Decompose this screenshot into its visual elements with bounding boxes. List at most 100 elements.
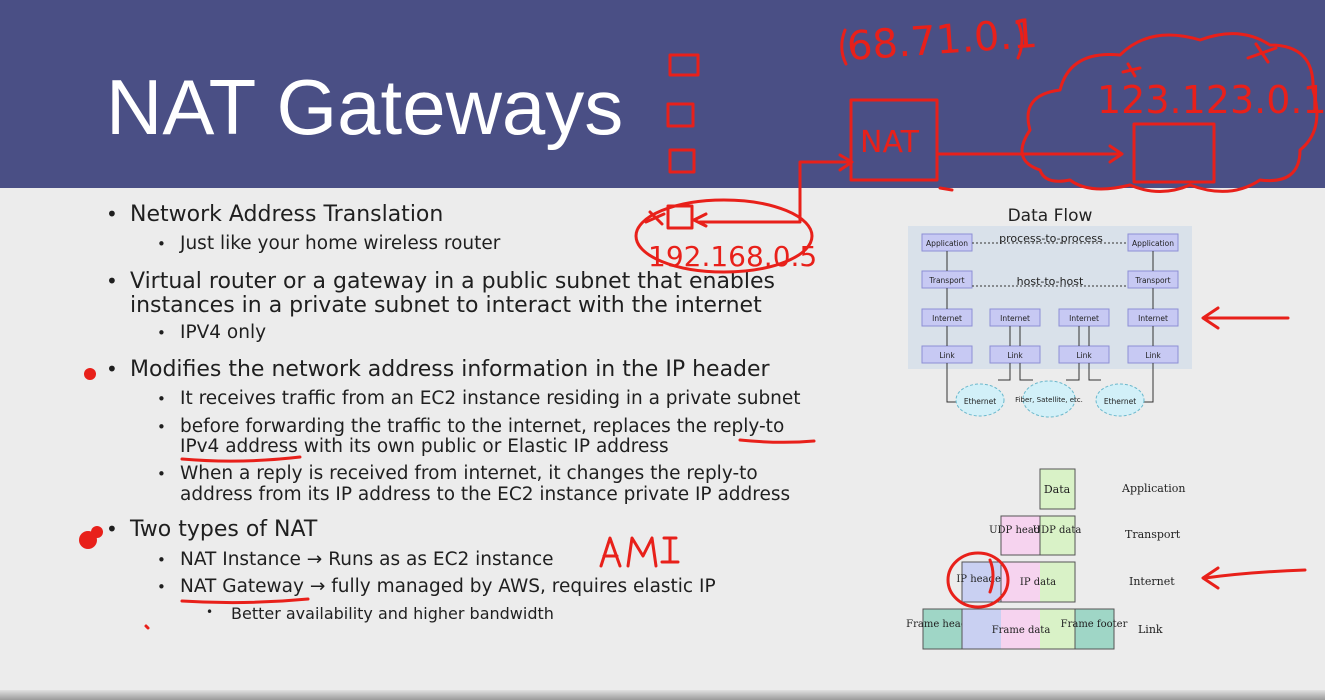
bullet-dot: •	[157, 551, 166, 569]
ink-arrowhead	[1201, 306, 1220, 330]
ink-annotations	[144, 20, 1319, 630]
enc-frame-header-label: Frame header	[906, 619, 978, 630]
enc-ip-data-box	[1000, 561, 1076, 603]
bullet-ipv4-only: IPV4 only	[180, 322, 267, 343]
bullet-home-router: Just like your home wireless router	[180, 233, 501, 254]
bullet-dot: •	[157, 465, 166, 483]
process-to-process-label: process-to-process	[999, 232, 1103, 245]
bullet-reply-2: address from its IP address to the EC2 i…	[180, 484, 791, 505]
bullet-reply-1: When a reply is received from internet, …	[180, 463, 758, 484]
ink-server-box	[1132, 122, 1216, 184]
ink-paren	[840, 28, 848, 66]
ink-internet-cloud	[1020, 32, 1319, 193]
host-to-host-label: host-to-host	[1017, 275, 1084, 288]
bullet-modifies: Modifies the network address information…	[130, 357, 770, 382]
ink-letter	[599, 536, 622, 568]
ink-ip-header-circle	[946, 551, 1010, 609]
bullet-dot: •	[206, 605, 214, 619]
bullet-nat-gateway: NAT Gateway → fully managed by AWS, requ…	[180, 576, 716, 597]
network-cloud	[955, 383, 1005, 417]
bullet-virtual-router-2: instances in a private subnet to interac…	[130, 293, 762, 318]
enc-layer-application: Application	[1121, 482, 1185, 495]
enc-layer-link: Link	[1138, 623, 1163, 636]
ink-letter	[660, 536, 680, 564]
ink-underline	[180, 597, 310, 605]
bullet-dot: •	[106, 202, 118, 226]
ink-underline	[738, 438, 816, 444]
ink-bullet-stars	[79, 368, 103, 549]
bullet-dot: •	[157, 235, 166, 253]
router-box-internet	[1058, 308, 1110, 327]
ink-mark	[938, 186, 954, 192]
data-flow-title: Data Flow	[1008, 206, 1093, 226]
ink-mark	[988, 558, 995, 594]
ink-star	[91, 526, 103, 538]
ink-private-link	[698, 160, 853, 224]
ink-mark	[1121, 62, 1142, 78]
layer-label: Link	[1076, 351, 1092, 360]
router-box-link	[1058, 345, 1110, 364]
cloud-label: Fiber, Satellite, etc.	[1015, 396, 1083, 404]
layer-label: Internet	[1000, 314, 1030, 323]
layer-label: Internet	[1069, 314, 1099, 323]
ink-star	[84, 368, 96, 380]
ink-arrowhead	[692, 212, 708, 228]
bullet-dot: •	[106, 269, 118, 293]
router-box-link	[989, 345, 1041, 364]
ink-internet-ip: 123.123.0.1	[1097, 78, 1325, 122]
cloud-label: Ethernet	[1104, 397, 1136, 406]
ink-mark	[644, 210, 666, 226]
network-cloud	[1022, 380, 1076, 418]
bullet-dot: •	[157, 390, 166, 408]
router-box-internet	[989, 308, 1041, 327]
cloud-label: Ethernet	[964, 397, 996, 406]
ink-nat-box	[849, 98, 939, 182]
enc-data-box	[1039, 468, 1076, 510]
bullet-dot: •	[157, 578, 166, 596]
layer-label: Transport	[928, 276, 964, 285]
ink-private-host-box	[666, 204, 694, 230]
enc-frame-pink	[1001, 609, 1040, 649]
layer-label: Link	[939, 351, 955, 360]
bullet-two-types: Two types of NAT	[130, 517, 318, 542]
enc-frame-green	[1040, 609, 1075, 649]
enc-frame-header-box	[922, 608, 963, 650]
ink-square	[666, 102, 695, 128]
bullet-nat-instance: NAT Instance → Runs as as EC2 instance	[180, 549, 554, 570]
enc-frame-blue	[962, 609, 1001, 649]
bullet-before-forwarding-1: before forwarding the traffic to the int…	[180, 416, 785, 437]
enc-frame-footer-box	[1074, 608, 1115, 650]
bullet-nat: Network Address Translation	[130, 202, 444, 227]
bullet-before-forwarding-2: IPv4 address with its own public or Elas…	[180, 436, 669, 457]
ink-mark	[144, 624, 150, 630]
layer-label: Internet	[1138, 314, 1168, 323]
ink-square	[668, 53, 700, 77]
layer-label: Internet	[932, 314, 962, 323]
bottom-bar	[0, 690, 1325, 700]
layer-label: Link	[1145, 351, 1161, 360]
enc-ip-data-green	[1040, 562, 1075, 602]
ink-letter	[626, 536, 658, 568]
enc-udp-header-label: UDP header	[989, 525, 1051, 536]
enc-udp-data-box	[1039, 515, 1076, 556]
enc-ip-header-box	[961, 561, 1002, 603]
ink-private-ip: 192.168.0.5	[648, 240, 817, 273]
layer-label: Transport	[1134, 276, 1170, 285]
enc-layer-transport: Transport	[1125, 528, 1181, 541]
ink-pointer-arrow	[1203, 568, 1307, 580]
enc-frame-data-label: Frame data	[992, 625, 1051, 636]
bullet-better-availability: Better availability and higher bandwidth	[231, 604, 554, 623]
enc-udp-header-box	[1000, 515, 1041, 556]
ink-mark	[1246, 42, 1278, 64]
enc-ip-header-label: IP header	[956, 574, 1005, 585]
enc-layer-internet: Internet	[1129, 575, 1175, 588]
ink-underline	[180, 455, 302, 463]
bullet-dot: •	[157, 418, 166, 436]
bullet-receives: It receives traffic from an EC2 instance…	[180, 388, 801, 409]
bullet-dot: •	[106, 517, 118, 541]
ink-nat-label: NAT	[860, 125, 920, 160]
bullet-virtual-router-1: Virtual router or a gateway in a public …	[130, 269, 775, 294]
ink-arrowhead	[838, 153, 854, 172]
bullet-dot: •	[157, 324, 166, 342]
